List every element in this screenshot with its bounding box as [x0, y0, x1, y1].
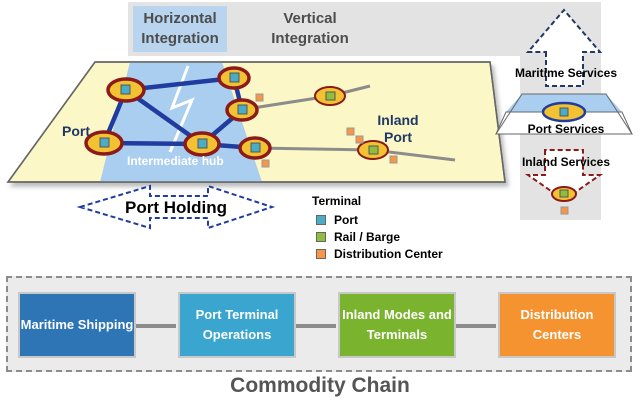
stage-distribution-centers: Distribution Centers	[498, 292, 616, 358]
rail-terminals	[325, 91, 379, 155]
distribution-swatch-icon	[316, 248, 326, 259]
terminal-legend: Terminal Port Rail / Barge Distribution …	[312, 194, 443, 262]
legend-item: Rail / Barge	[316, 228, 443, 245]
stage-inland-modes: Inland Modes and Terminals	[338, 292, 456, 358]
stage-maritime-shipping: Maritime Shipping	[18, 292, 136, 358]
rail-swatch-icon	[316, 231, 326, 242]
chain-connector	[456, 324, 496, 328]
legend-item: Distribution Center	[316, 245, 443, 262]
inland-arrow	[524, 149, 604, 202]
legend-item: Port	[316, 211, 443, 228]
horizontal-integration-label: Horizontal Integration	[141, 10, 219, 47]
chain-connector	[136, 324, 176, 328]
vertical-integration-label: Vertical Integration	[271, 10, 349, 47]
legend-title: Terminal	[312, 194, 362, 208]
inland-port-label: Inland Port	[377, 112, 419, 145]
port-holding-label: Port Holding	[125, 198, 227, 217]
inland-services-label: Inland Services	[521, 155, 611, 169]
commodity-chain-title: Commodity Chain	[230, 374, 410, 397]
intermediate-hub-label: Intermediate hub	[127, 154, 224, 168]
maritime-arrow	[525, 8, 603, 87]
port-swatch-icon	[316, 214, 326, 225]
port-services-label: Port Services	[527, 122, 605, 136]
distribution-terminals	[255, 93, 398, 168]
chain-connector	[296, 324, 336, 328]
river-line	[168, 65, 195, 153]
port-holding-arrow	[76, 184, 276, 230]
port-label: Port	[62, 123, 90, 139]
stage-port-terminal-operations: Port Terminal Operations	[178, 292, 296, 358]
terminal-nodes	[84, 66, 389, 160]
horizontal-highlight	[133, 6, 227, 52]
maritime-services-label: Maritime Services	[514, 66, 618, 80]
port-terminals	[99, 72, 261, 153]
